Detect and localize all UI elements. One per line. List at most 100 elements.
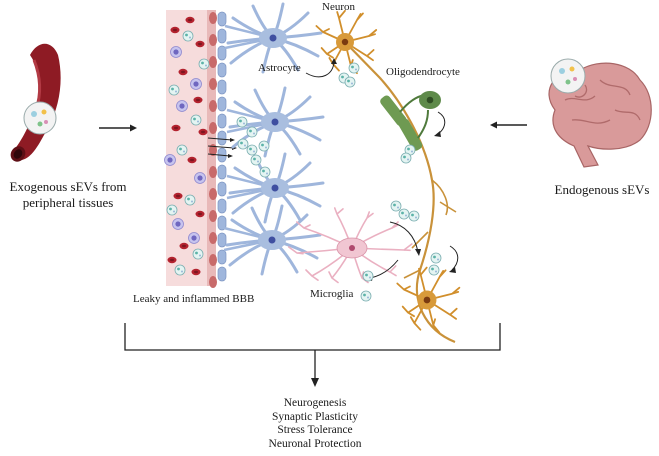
ev-particle-icon: [246, 126, 258, 138]
white-blood-cell-icon: [176, 100, 188, 112]
arrow-right-icon: [99, 124, 137, 132]
oligodendrocyte-icon: [380, 91, 441, 151]
ev-particle-icon: [360, 290, 372, 302]
pericyte-cell: [209, 34, 217, 46]
pericyte-cell: [209, 276, 217, 288]
endothelial-cell: [217, 164, 227, 180]
pericyte-cell: [209, 100, 217, 112]
endothelial-cell: [217, 45, 227, 61]
endothelial-cell: [217, 232, 227, 248]
astrocyte-icon: [223, 204, 322, 276]
curved-arrow-icon: [305, 58, 459, 281]
ev-particle-icon: [182, 30, 194, 42]
ev-particle-icon: [190, 114, 202, 126]
ev-particle-icon: [176, 144, 188, 156]
endothelial-cell: [217, 130, 227, 146]
ev-particle-icon: [428, 264, 440, 276]
label-endogenous-sevs: Endogenous sEVs: [554, 182, 650, 197]
astrocyte-icon: [226, 152, 325, 224]
ev-vesicle-icon: [23, 101, 57, 135]
ev-particle-icon: [258, 140, 270, 152]
pericyte-cell: [209, 56, 217, 68]
label-astrocyte: Astrocyte: [258, 62, 301, 74]
outcome-item: Synaptic Plasticity: [272, 410, 358, 423]
ev-particle-icon: [344, 76, 356, 88]
label-oligodendrocyte: Oligodendrocyte: [386, 66, 460, 78]
white-blood-cell-icon: [164, 154, 176, 166]
ev-particle-icon: [259, 166, 271, 178]
ev-particle-icon: [390, 200, 402, 212]
ev-particle-icon: [250, 154, 262, 166]
endothelial-cell: [217, 11, 227, 27]
ev-particle-icon: [237, 138, 249, 150]
endothelial-cell: [217, 96, 227, 112]
ev-particle-icon: [408, 210, 420, 222]
bbb-vessel-panel: [164, 10, 216, 286]
pericyte-cell: [209, 144, 217, 156]
pericyte-cell: [209, 78, 217, 90]
label-microglia: Microglia: [310, 288, 354, 300]
red-blood-cell-icon: [195, 40, 205, 48]
label-bbb: Leaky and inflammed BBB: [133, 293, 255, 305]
pericyte-cell: [209, 12, 217, 24]
endothelial-cell: [217, 28, 227, 44]
neuron-icon: [396, 266, 461, 334]
ev-particle-icon: [168, 84, 180, 96]
red-blood-cell-icon: [179, 242, 189, 250]
red-blood-cell-icon: [185, 16, 195, 24]
ev-particle-icon: [184, 194, 196, 206]
red-blood-cell-icon: [171, 124, 181, 132]
ev-particle-icon: [348, 62, 360, 74]
white-blood-cell-icon: [190, 78, 202, 90]
ev-particle-icon: [400, 152, 412, 164]
ev-particle-icon: [246, 144, 258, 156]
white-blood-cell-icon: [188, 232, 200, 244]
microglia-icon: [287, 207, 413, 284]
pericyte-cell: [209, 254, 217, 266]
outcome-item: Stress Tolerance: [277, 424, 353, 436]
pericyte-cell: [209, 166, 217, 178]
arrow-left-icon: [490, 121, 527, 129]
pericyte-cell: [209, 188, 217, 200]
ev-particle-icon: [198, 58, 210, 70]
label-exogenous-line2: peripheral tissues: [22, 195, 114, 210]
ev-vesicle-icon: [550, 58, 586, 94]
astrocyte-icon: [224, 2, 323, 74]
red-blood-cell-icon: [187, 156, 197, 164]
red-blood-cell-icon: [173, 192, 183, 200]
astrocyte-group: [223, 2, 325, 276]
pericyte-cell: [209, 210, 217, 222]
ev-particle-icon: [192, 248, 204, 260]
endothelial-cell: [217, 198, 227, 214]
endothelial-cell: [217, 62, 227, 78]
red-blood-cell-icon: [170, 26, 180, 34]
red-blood-cell-icon: [178, 68, 188, 76]
white-blood-cell-icon: [172, 218, 184, 230]
red-blood-cell-icon: [167, 256, 177, 264]
label-exogenous-sevs: Exogenous sEVs from peripheral tissues: [0, 179, 138, 211]
summary-bracket: [124, 323, 501, 380]
pericyte-cell: [209, 232, 217, 244]
arrow-down-icon: [311, 378, 319, 387]
outcome-item: Neurogenesis: [283, 397, 347, 409]
pericyte-cell: [209, 122, 217, 134]
ev-particle-icon: [398, 208, 410, 220]
endothelial-cell: [217, 113, 227, 129]
red-blood-cell-icon: [191, 268, 201, 276]
endothelial-cell: [217, 249, 227, 265]
label-exogenous-line1: Exogenous sEVs from: [9, 179, 127, 194]
red-blood-cell-icon: [193, 96, 203, 104]
endothelial-cell: [217, 79, 227, 95]
white-blood-cell-icon: [194, 172, 206, 184]
ev-particle-icon: [362, 270, 374, 282]
ev-particle-icon: [236, 116, 248, 128]
outcomes-list: Neurogenesis Synaptic Plasticity Stress …: [200, 397, 430, 451]
ev-particle-icon: [166, 204, 178, 216]
ev-particle-icon: [430, 252, 442, 264]
red-blood-cell-icon: [198, 128, 208, 136]
white-blood-cell-icon: [170, 46, 182, 58]
ev-particle-icon: [174, 264, 186, 276]
endothelial-cell: [217, 215, 227, 231]
